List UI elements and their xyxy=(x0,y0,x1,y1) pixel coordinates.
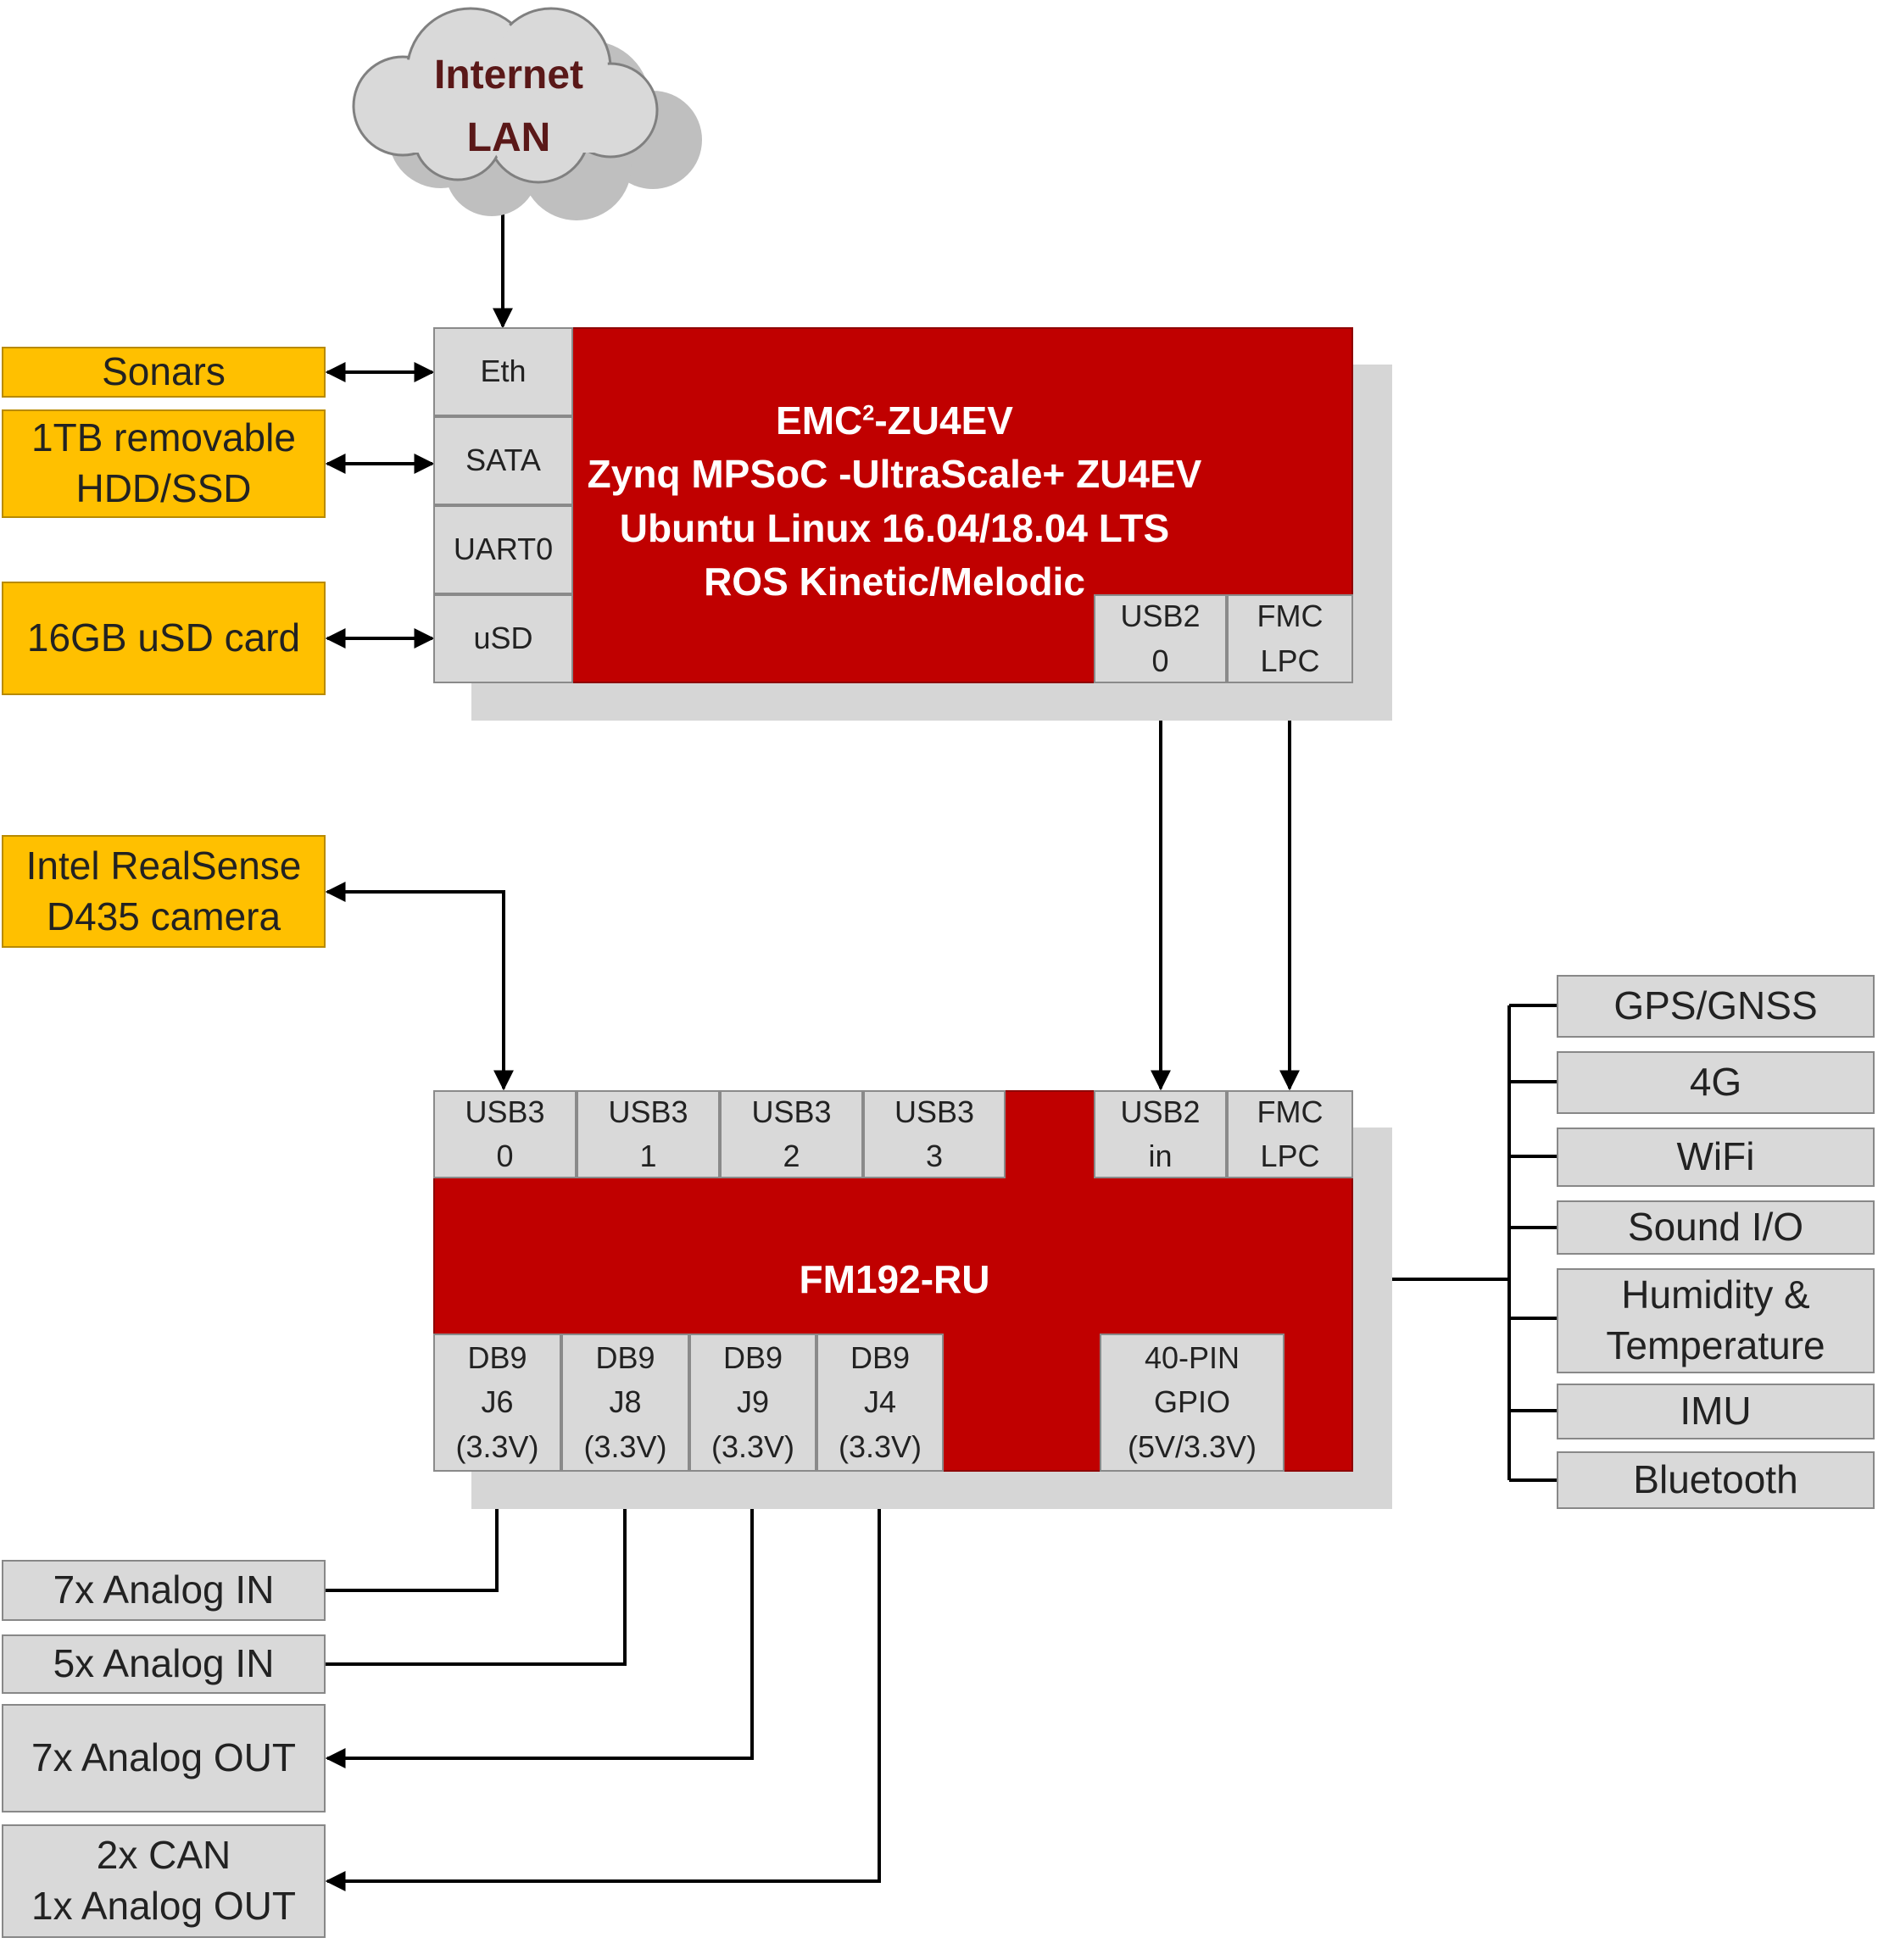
port-usb3-2: USB3 2 xyxy=(720,1090,863,1178)
module-bluetooth: Bluetooth xyxy=(1557,1451,1875,1509)
module-sound-io: Sound I/O xyxy=(1557,1200,1875,1255)
port-sata: SATA xyxy=(433,416,573,505)
emc-board-os: Ubuntu Linux 16.04/18.04 LTS xyxy=(619,505,1170,550)
io-analog-in-7: 7x Analog IN xyxy=(2,1560,326,1621)
wire-analog-in-7 xyxy=(326,1470,507,1592)
port-fmc-lpc-emc: FMC LPC xyxy=(1227,594,1353,683)
module-gps-gnss: GPS/GNSS xyxy=(1557,975,1875,1038)
io-analog-in-5: 5x Analog IN xyxy=(2,1634,326,1694)
wire-analog-out-7 xyxy=(325,1469,754,1768)
lan-label: LAN xyxy=(466,115,551,161)
module-humidity-temperature: Humidity & Temperature xyxy=(1557,1268,1875,1373)
wire-analog-in-5 xyxy=(326,1470,635,1666)
port-usb2-0: USB2 0 xyxy=(1094,594,1227,683)
internet-label: Internet xyxy=(433,53,583,97)
io-analog-out-7: 7x Analog OUT xyxy=(2,1704,326,1812)
port-usb2-in: USB2 in xyxy=(1094,1090,1227,1178)
device-realsense-camera: Intel RealSense D435 camera xyxy=(2,835,326,948)
wire-can xyxy=(325,1469,881,1891)
emc-board-name: EMC2-ZU4EV xyxy=(776,398,1013,443)
port-usb3-0: USB3 0 xyxy=(433,1090,577,1178)
module-4g: 4G xyxy=(1557,1051,1875,1114)
device-sonars: Sonars xyxy=(2,347,326,398)
port-db9-j6: DB9 J6 (3.3V) xyxy=(433,1334,561,1472)
emc-board-ros: ROS Kinetic/Melodic xyxy=(704,560,1085,604)
wire-camera-usb3 xyxy=(325,882,514,1091)
port-eth: Eth xyxy=(433,327,573,416)
device-hdd: 1TB removable HDD/SSD xyxy=(2,409,326,518)
fm192-board-title: FM192-RU xyxy=(799,1257,990,1301)
port-db9-j4: DB9 J4 (3.3V) xyxy=(816,1334,944,1472)
module-imu: IMU xyxy=(1557,1384,1875,1439)
device-usd-card: 16GB uSD card xyxy=(2,582,326,695)
cloud-icon xyxy=(352,7,702,220)
port-uart0: UART0 xyxy=(433,505,573,594)
port-fmc-lpc-fm192: FMC LPC xyxy=(1227,1090,1353,1178)
emc-board-title: EMC2-ZU4EV Zynq MPSoC -UltraScale+ ZU4EV… xyxy=(572,394,1217,610)
cloud-label: Internet LAN xyxy=(356,44,661,170)
io-can-analog-out: 2x CAN 1x Analog OUT xyxy=(2,1824,326,1938)
module-wifi: WiFi xyxy=(1557,1128,1875,1187)
port-gpio-40pin: 40-PIN GPIO (5V/3.3V) xyxy=(1100,1334,1285,1472)
port-usb3-3: USB3 3 xyxy=(863,1090,1006,1178)
port-db9-j9: DB9 J9 (3.3V) xyxy=(689,1334,816,1472)
port-db9-j8: DB9 J8 (3.3V) xyxy=(561,1334,689,1472)
emc-board-soc: Zynq MPSoC -UltraScale+ ZU4EV xyxy=(587,452,1202,497)
port-usb3-1: USB3 1 xyxy=(577,1090,720,1178)
port-usd: uSD xyxy=(433,594,573,683)
